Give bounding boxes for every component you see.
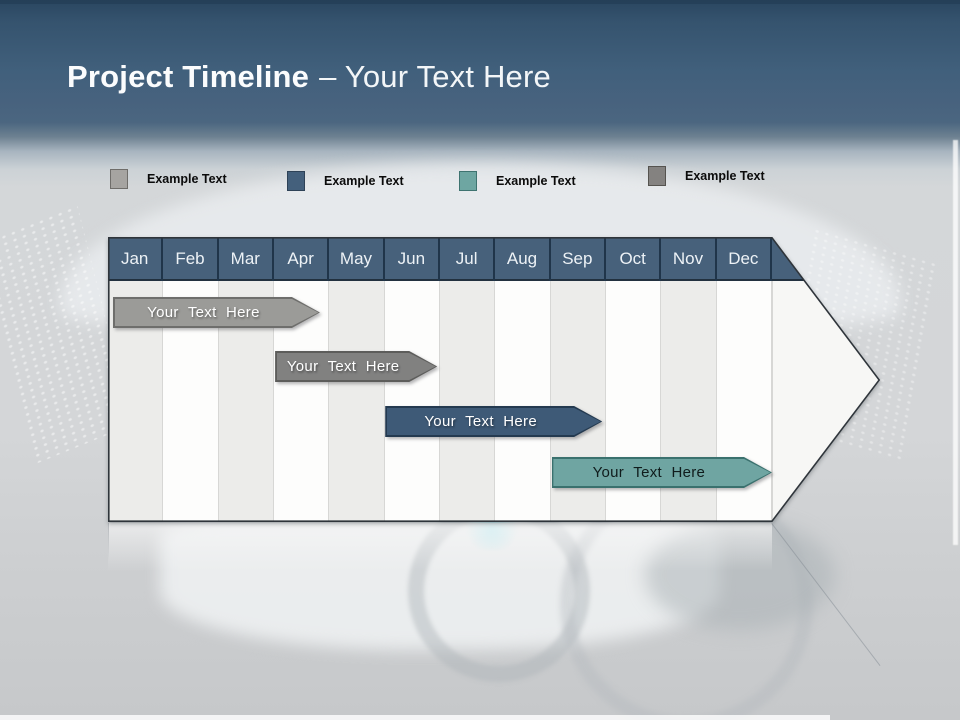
projector-lens-shadow [645, 520, 835, 630]
bar-label: Your Text Here [424, 413, 537, 430]
month-header-cell: May [329, 237, 385, 281]
legend-swatch-gray [110, 169, 128, 189]
page-title: Project Timeline – Your Text Here [67, 59, 551, 95]
bar-label: Your Text Here [592, 464, 706, 481]
month-column [440, 281, 496, 522]
title-placeholder: – Your Text Here [319, 59, 551, 94]
legend-item: Example Text [287, 170, 404, 192]
bar-label: Your Text Here [286, 358, 400, 375]
month-header-cell: Dec [717, 237, 772, 281]
timeline-bar: Your Text Here [385, 406, 602, 437]
arrow-tip-zone [772, 281, 880, 522]
legend-swatch-navy [287, 171, 305, 191]
chart-reflection [108, 523, 772, 571]
bottom-edge-highlight [0, 715, 830, 720]
month-column [329, 281, 385, 522]
month-header-cell: Jun [385, 237, 440, 281]
bar-label: Your Text Here [147, 304, 260, 321]
month-header-cell: Jul [440, 237, 496, 281]
chart-left-reflection-line [108, 523, 109, 561]
legend-label: Example Text [496, 174, 576, 188]
top-edge-shadow [0, 0, 960, 4]
title-bold: Project Timeline [67, 59, 310, 94]
legend-item: Example Text [648, 165, 765, 187]
arrow-tip-reflection-line [771, 523, 881, 666]
legend-label: Example Text [324, 174, 404, 188]
legend-label: Example Text [685, 169, 765, 183]
timeline-bar: Your Text Here [113, 297, 320, 328]
month-header-cell: Aug [495, 237, 551, 281]
month-column [495, 281, 551, 522]
projector-lens-ring [408, 500, 590, 682]
month-header-cell: Nov [661, 237, 717, 281]
legend-item: Example Text [110, 168, 227, 190]
month-header-cell: Apr [274, 237, 330, 281]
month-header-cell: Feb [163, 237, 219, 281]
legend-label: Example Text [147, 172, 227, 186]
month-column [384, 281, 440, 522]
month-header-cell: Mar [219, 237, 274, 281]
projector-body-reflection [160, 520, 720, 650]
photo-edge-highlight [953, 140, 958, 545]
legend-item: Example Text [459, 170, 576, 192]
legend-swatch-teal [459, 171, 477, 191]
month-header-cell: Oct [606, 237, 662, 281]
timeline-bar: Your Text Here [275, 351, 437, 382]
timeline-bar: Your Text Here [552, 457, 772, 488]
legend-swatch-darkgray [648, 166, 666, 186]
month-header-cell: Jan [108, 237, 164, 281]
month-header-cell: Sep [551, 237, 606, 281]
